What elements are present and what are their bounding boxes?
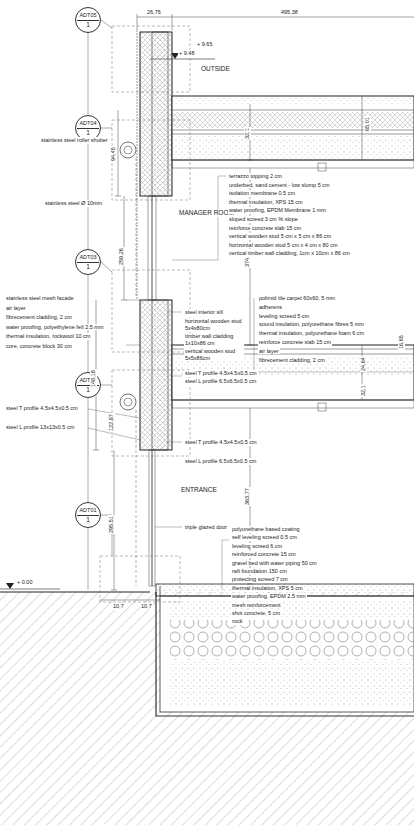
annotation-text: steel T profile 4.5x4.5x0.5 cm bbox=[184, 370, 258, 377]
annotation-text: steel T profile 4.5x4.5x0.5 cm bbox=[184, 439, 258, 446]
room-name: OUTSIDE bbox=[200, 66, 231, 73]
annotation-text: fibrecement cladding, 2 cm bbox=[258, 357, 326, 364]
annotation-text: stainless steel mesh facade bbox=[5, 295, 75, 302]
annotation-text: 495,38 bbox=[280, 9, 299, 16]
annotation-text: protecting screed 7 cm bbox=[231, 576, 289, 583]
annotation-text: timber wall cladding 1x10x86 cm bbox=[184, 333, 244, 346]
annotation-text: 10,7 bbox=[140, 603, 153, 610]
annotation-text: water proofing, EPDM 2.5 mm bbox=[231, 593, 307, 600]
annotation-text: polimid tile carpet 60x60, 5 mm bbox=[258, 295, 336, 302]
annotation-text: steel L profile 13x13x0.5 cm bbox=[5, 424, 75, 431]
detail-number: ADT04 bbox=[77, 120, 98, 129]
dimension-text: 295,51 bbox=[108, 515, 115, 534]
annotation-text: thermal insulation, polyurethane foam 6 … bbox=[258, 330, 365, 337]
annotation-text: triple glazed door bbox=[184, 524, 228, 531]
detail-number: ADT03 bbox=[77, 254, 98, 263]
annotation-text: vertical timber wall cladding, 1cm x 10c… bbox=[228, 250, 351, 257]
annotation-text: thermal insulation, XPS 15 cm bbox=[228, 199, 304, 206]
dimension-text: 259,26 bbox=[118, 247, 125, 266]
annotation-text: stainless steel Ø 10mm bbox=[44, 200, 103, 207]
annotation-text: shot concrete, 5 cm bbox=[231, 610, 281, 617]
annotation-text: rock bbox=[231, 618, 243, 625]
room-name: ENTRANCE bbox=[180, 487, 218, 494]
annotation-text: gravel bed with water piping 50 cm bbox=[231, 560, 318, 567]
annotation-text: self leveling screed 0.5 cm bbox=[231, 534, 298, 541]
detail-number: ADT05 bbox=[77, 12, 98, 21]
annotation-text: mesh reinforcement bbox=[231, 602, 282, 609]
annotation-text: thermal insulation, XPS 5 cm bbox=[231, 585, 304, 592]
detail-callout: ADT011 bbox=[75, 502, 101, 528]
sheet-number: 1 bbox=[86, 263, 90, 271]
sheet-number: 1 bbox=[86, 21, 90, 29]
annotation-text: vertical wooden stud 5 cm x 5 cm x 86 cm bbox=[228, 233, 332, 240]
annotation-text: steel L profile 6.5x6.5x0.5 cm bbox=[184, 378, 257, 385]
annotation-text: leveling screed 5 cm bbox=[258, 313, 310, 320]
annotation-text: steel L profile 6.5x6.5x0.5 cm bbox=[184, 458, 257, 465]
dimension-text: 148,18 bbox=[90, 369, 97, 388]
sheet-number: 1 bbox=[86, 129, 90, 137]
annotation-text: 10,7 bbox=[112, 603, 125, 610]
annotation-text: raft foundation 150 cm bbox=[231, 568, 288, 575]
annotation-text: + 9.65 bbox=[196, 41, 213, 48]
annotation-text: adherens bbox=[258, 304, 283, 311]
dimension-text: 363,77 bbox=[244, 487, 251, 506]
annotation-text: horizontal wooden stud 5 cm x 4 cm x 80 … bbox=[228, 242, 339, 249]
annotation-text: water proofing, polyethylene felt 2.5 mm bbox=[5, 324, 105, 331]
annotation-text: air layer bbox=[258, 348, 280, 355]
annotation-text: steel interior sill bbox=[184, 309, 224, 316]
dimension-text: 122,87 bbox=[108, 413, 115, 432]
dimension-text: 32,1 bbox=[244, 127, 251, 140]
sheet-number: 1 bbox=[86, 516, 90, 524]
annotation-text: + 0.00 bbox=[16, 579, 33, 586]
annotation-text: reinforced concrete 15 cm bbox=[231, 551, 297, 558]
annotation-text: 26,76 bbox=[146, 9, 162, 16]
annotation-text: reinforce concrete slab 15 cm bbox=[228, 225, 302, 232]
annotation-text: isolation membrane 0.5 cm bbox=[228, 190, 296, 197]
annotation-text: core, concrete block 30 cm bbox=[5, 343, 73, 350]
annotation-text: leveling screed 6 cm bbox=[231, 543, 283, 550]
detail-callout: ADT031 bbox=[75, 249, 101, 275]
annotation-text: underbed, sand cement - low slump 5 cm bbox=[228, 182, 331, 189]
annotation-text: horizontal wooden stud 5x4x80cm bbox=[184, 318, 244, 331]
dimension-text: 94,45 bbox=[110, 146, 117, 162]
detail-number: ADT01 bbox=[77, 507, 98, 516]
annotation-text: reinforce concrete slab 15 cm bbox=[258, 339, 332, 346]
dimension-text: 24,64 bbox=[360, 356, 367, 372]
annotation-text: water proofing, EPDM Membrane 1 mm bbox=[228, 207, 327, 214]
annotation-text: vertical wooden stud 5x5x86cm bbox=[184, 348, 244, 361]
annotation-text: air layer bbox=[5, 305, 27, 312]
annotation-text: sloped screed 3 cm % slope bbox=[228, 216, 299, 223]
annotation-text: terrazzo topping 2 cm bbox=[228, 173, 283, 180]
room-name: MANAGER ROOM bbox=[178, 210, 235, 217]
detail-callout: ADT051 bbox=[75, 7, 101, 33]
annotation-text: thermal insulation, rockwool 10 cm bbox=[5, 333, 91, 340]
annotation-text: sound insulation, polyurethane fibres 5 … bbox=[258, 321, 365, 328]
dimension-text: 32,1 bbox=[360, 384, 367, 397]
annotation-text: stainless steel roller shutter bbox=[40, 137, 109, 144]
annotation-text: fibrecement cladding, 2 cm bbox=[5, 314, 73, 321]
annotation-text: + 9.48 bbox=[178, 50, 195, 57]
detail-callout: ADT021 bbox=[75, 372, 101, 398]
annotation-text: polyurethane based coating bbox=[231, 526, 301, 533]
annotation-text: steel T profile 4.5x4.5x0.5 cm bbox=[5, 405, 79, 412]
dimension-text: 65,01 bbox=[364, 116, 371, 132]
dimension-text: 16,65 bbox=[398, 334, 405, 350]
